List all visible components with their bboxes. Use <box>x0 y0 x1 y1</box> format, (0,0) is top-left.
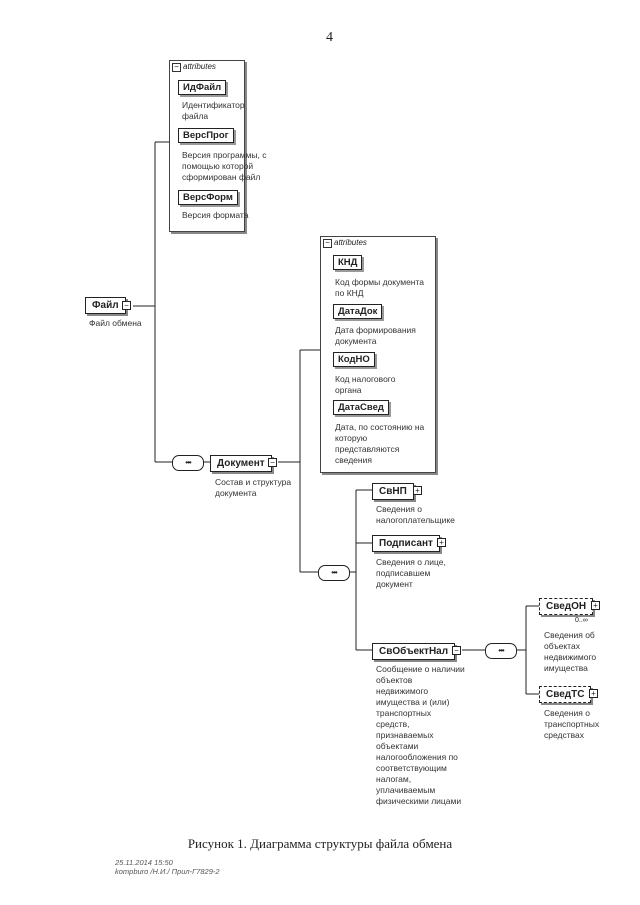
expand-icon[interactable]: + <box>589 689 598 698</box>
podpisant-node[interactable]: Подписант <box>372 535 440 552</box>
attribute-knd[interactable]: КНД <box>333 255 363 270</box>
svedon-cardinality: 0..∞ <box>575 617 588 624</box>
sequence-icon[interactable]: ••• <box>485 643 517 659</box>
expand-icon[interactable]: − <box>122 301 131 310</box>
sequence-icon[interactable]: ••• <box>172 455 204 471</box>
collapse-icon[interactable]: − <box>323 239 332 248</box>
expand-icon[interactable]: − <box>452 646 461 655</box>
file-node-desc: Файл обмена <box>89 318 142 328</box>
svobjektnal-node[interactable]: СвОбъектНал <box>372 643 456 660</box>
svedts-node[interactable]: СведТС <box>539 686 592 703</box>
svnp-node[interactable]: СвНП <box>372 483 414 500</box>
expand-icon[interactable]: + <box>413 486 422 495</box>
attribute-versprog[interactable]: ВерсПрог <box>178 128 234 143</box>
expand-icon[interactable]: + <box>437 538 446 547</box>
page-number: 4 <box>326 30 333 45</box>
expand-icon[interactable]: + <box>591 601 600 610</box>
document-node[interactable]: Документ <box>210 455 272 472</box>
attribute-datasved[interactable]: ДатаСвед <box>333 400 389 415</box>
collapse-icon[interactable]: − <box>172 63 181 72</box>
document-attributes-header[interactable]: −attributes <box>323 238 367 248</box>
figure-caption: Рисунок 1. Диаграмма структуры файла обм… <box>187 836 453 851</box>
file-attributes-header[interactable]: −attributes <box>172 62 216 72</box>
expand-icon[interactable]: − <box>268 458 277 467</box>
sequence-icon[interactable]: ••• <box>318 565 350 581</box>
attribute-versform-desc: Версия формата <box>182 210 249 220</box>
attribute-idfile[interactable]: ИдФайл <box>178 80 227 95</box>
svedon-node[interactable]: СведОН <box>539 598 594 615</box>
file-node[interactable]: Файл <box>85 297 126 314</box>
attribute-kodno[interactable]: КодНО <box>333 352 375 367</box>
attribute-versform[interactable]: ВерсФорм <box>178 190 238 205</box>
attribute-datadok[interactable]: ДатаДок <box>333 304 383 319</box>
